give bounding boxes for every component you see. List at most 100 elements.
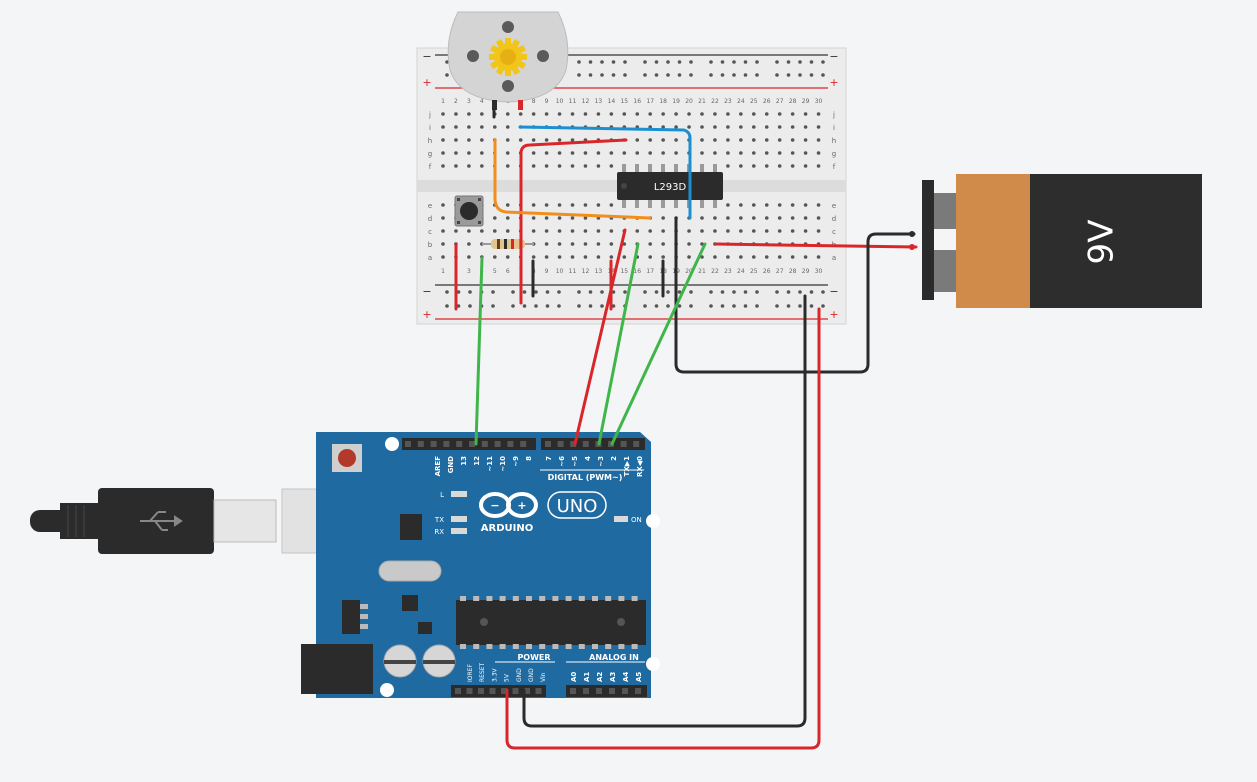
breadboard-hole[interactable]	[777, 229, 782, 233]
header-hole[interactable]	[583, 688, 589, 694]
rail-hole[interactable]	[809, 60, 814, 64]
breadboard-hole[interactable]	[518, 112, 523, 116]
breadboard-hole[interactable]	[777, 112, 782, 116]
wire-black-gnd[interactable]	[522, 294, 807, 728]
rail-hole[interactable]	[709, 73, 713, 77]
rail-hole[interactable]	[732, 304, 736, 308]
breadboard-hole[interactable]	[777, 255, 782, 259]
breadboard-hole[interactable]	[777, 216, 782, 220]
header-hole[interactable]	[430, 441, 437, 447]
breadboard-hole[interactable]	[480, 125, 484, 129]
breadboard-hole[interactable]	[557, 229, 562, 233]
breadboard-hole[interactable]	[700, 125, 704, 129]
rail-hole[interactable]	[522, 304, 527, 308]
breadboard-hole[interactable]	[493, 125, 497, 129]
rail-hole[interactable]	[677, 290, 682, 294]
rail-hole[interactable]	[445, 60, 449, 64]
breadboard-hole[interactable]	[726, 216, 730, 220]
breadboard-hole[interactable]	[505, 138, 510, 142]
breadboard-hole[interactable]	[790, 255, 795, 259]
rail-hole[interactable]	[798, 290, 802, 294]
breadboard-hole[interactable]	[531, 138, 536, 142]
breadboard-hole[interactable]	[596, 255, 601, 259]
breadboard-hole[interactable]	[609, 229, 614, 233]
breadboard-hole[interactable]	[583, 255, 588, 259]
rail-hole[interactable]	[577, 60, 581, 64]
rail-hole[interactable]	[511, 304, 515, 308]
breadboard-hole[interactable]	[635, 151, 640, 155]
breadboard-hole[interactable]	[713, 255, 717, 259]
breadboard-hole[interactable]	[790, 151, 795, 155]
rail-hole[interactable]	[654, 73, 659, 77]
breadboard-hole[interactable]	[661, 255, 665, 259]
breadboard-hole[interactable]	[505, 125, 510, 129]
rail-hole[interactable]	[709, 60, 713, 64]
breadboard-hole[interactable]	[596, 164, 601, 168]
header-hole[interactable]	[570, 441, 577, 447]
breadboard-hole[interactable]	[790, 164, 795, 168]
breadboard-hole[interactable]	[441, 255, 445, 259]
breadboard-hole[interactable]	[441, 151, 445, 155]
rail-hole[interactable]	[491, 304, 495, 308]
breadboard-hole[interactable]	[467, 242, 471, 246]
breadboard-hole[interactable]	[467, 112, 471, 116]
breadboard-hole[interactable]	[622, 112, 627, 116]
rail-hole[interactable]	[611, 304, 616, 308]
header-hole[interactable]	[417, 441, 424, 447]
breadboard-hole[interactable]	[531, 216, 536, 220]
breadboard-hole[interactable]	[661, 125, 665, 129]
breadboard-hole[interactable]	[596, 242, 601, 246]
breadboard-hole[interactable]	[570, 151, 575, 155]
breadboard-hole[interactable]	[648, 255, 652, 259]
breadboard-hole[interactable]	[752, 164, 756, 168]
breadboard-hole[interactable]	[764, 112, 769, 116]
breadboard-hole[interactable]	[713, 216, 717, 220]
breadboard-hole[interactable]	[752, 138, 756, 142]
breadboard-hole[interactable]	[480, 151, 484, 155]
breadboard-hole[interactable]	[531, 112, 536, 116]
breadboard-hole[interactable]	[441, 229, 445, 233]
header-hole[interactable]	[489, 688, 496, 694]
rail-hole[interactable]	[456, 290, 461, 294]
rail-hole[interactable]	[755, 60, 759, 64]
breadboard-hole[interactable]	[700, 255, 704, 259]
wire-red-bb-1[interactable]	[519, 138, 628, 305]
breadboard-hole[interactable]	[596, 203, 601, 207]
rail-hole[interactable]	[775, 290, 779, 294]
rail-hole[interactable]	[611, 290, 616, 294]
breadboard-hole[interactable]	[661, 112, 665, 116]
breadboard-hole[interactable]	[790, 229, 795, 233]
breadboard-hole[interactable]	[531, 203, 536, 207]
resistor[interactable]	[482, 239, 534, 249]
breadboard-hole[interactable]	[544, 216, 549, 220]
breadboard-hole[interactable]	[544, 229, 549, 233]
breadboard-hole[interactable]	[803, 125, 808, 129]
breadboard-hole[interactable]	[803, 138, 808, 142]
breadboard-hole[interactable]	[505, 112, 510, 116]
breadboard-hole[interactable]	[557, 216, 562, 220]
breadboard-hole[interactable]	[790, 112, 795, 116]
wire-orange[interactable]	[493, 138, 652, 220]
breadboard-hole[interactable]	[596, 229, 601, 233]
breadboard-hole[interactable]	[764, 125, 769, 129]
breadboard-hole[interactable]	[570, 216, 575, 220]
breadboard-hole[interactable]	[790, 203, 795, 207]
rail-hole[interactable]	[821, 60, 825, 64]
rail-hole[interactable]	[732, 60, 736, 64]
breadboard-hole[interactable]	[790, 125, 795, 129]
rail-hole[interactable]	[786, 60, 791, 64]
rail-hole[interactable]	[600, 60, 604, 64]
breadboard-hole[interactable]	[777, 203, 782, 207]
breadboard-hole[interactable]	[739, 151, 743, 155]
breadboard-hole[interactable]	[752, 216, 756, 220]
rail-hole[interactable]	[677, 73, 682, 77]
breadboard-hole[interactable]	[803, 203, 808, 207]
breadboard-hole[interactable]	[467, 125, 471, 129]
header-hole[interactable]	[456, 441, 463, 447]
rail-hole[interactable]	[755, 304, 759, 308]
header-hole[interactable]	[443, 441, 450, 447]
breadboard-hole[interactable]	[480, 229, 484, 233]
breadboard-hole[interactable]	[544, 164, 549, 168]
breadboard-hole[interactable]	[726, 164, 730, 168]
breadboard-hole[interactable]	[700, 216, 704, 220]
